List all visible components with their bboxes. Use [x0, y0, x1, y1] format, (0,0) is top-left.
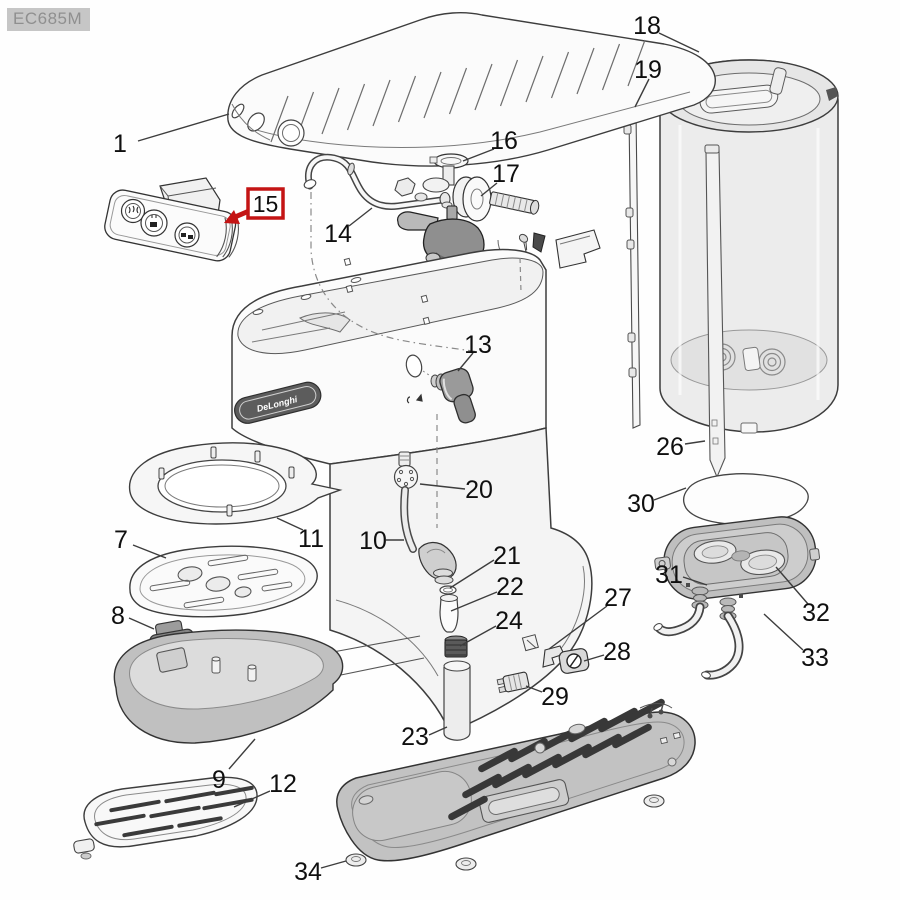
- part-label-28: 28: [603, 638, 631, 666]
- drip-plate: [129, 545, 318, 618]
- part-label-14: 14: [324, 220, 352, 248]
- part-label-9: 9: [212, 766, 226, 794]
- wedge-clip: [532, 232, 546, 253]
- part-label-18: 18: [633, 12, 661, 40]
- part-label-24: 24: [495, 607, 523, 635]
- top-cover: [227, 12, 716, 167]
- screw: [518, 233, 529, 253]
- part-label-31: 31: [655, 561, 683, 589]
- part-label-34: 34: [294, 858, 322, 886]
- part-label-33: 33: [801, 644, 829, 672]
- part-label-30: 30: [627, 490, 655, 518]
- part-label-26: 26: [656, 433, 684, 461]
- vent-slots: [448, 698, 665, 821]
- machine-body: DeLonghi: [231, 248, 593, 733]
- part-label-10: 10: [359, 527, 387, 555]
- steam-wand: [393, 451, 471, 741]
- drip-tray: [113, 629, 425, 744]
- cover-ribs: [270, 39, 646, 143]
- assembly-centerlines: [310, 192, 522, 528]
- control-panel: [104, 177, 239, 262]
- part-label-27: 27: [604, 584, 632, 612]
- tank-tubes: [653, 602, 744, 680]
- part-label-11: 11: [298, 525, 324, 553]
- part-label-17: 17: [492, 160, 520, 188]
- rubber-feet: [345, 794, 665, 871]
- part-label-15: 15: [253, 191, 279, 217]
- highlight-box: [246, 187, 285, 220]
- part-label-29: 29: [541, 683, 569, 711]
- model-code-tag: EC685M: [7, 8, 91, 31]
- valve-disc: [462, 176, 492, 222]
- part-label-12: 12: [269, 770, 297, 798]
- leader-lines: [128, 32, 809, 869]
- steam-valve-assembly: [394, 153, 540, 222]
- power-switch-part: [558, 648, 590, 674]
- part-label-32: 32: [802, 599, 830, 627]
- steam-tube: [303, 153, 451, 210]
- part-label-16: 16: [490, 127, 518, 155]
- tank-rail-strip: [621, 105, 641, 429]
- steam-icon: [406, 393, 423, 404]
- tank-gasket: [682, 473, 809, 525]
- part-label-19: 19: [634, 56, 662, 84]
- drip-grid: [73, 776, 258, 860]
- part-label-13: 13: [464, 331, 492, 359]
- mount-bracket: [555, 229, 601, 269]
- bottom-plate: [336, 698, 696, 862]
- part-label-21: 21: [493, 542, 521, 570]
- part-label-7: 7: [114, 526, 128, 554]
- tank-lid: [654, 516, 821, 600]
- knob-hole: [405, 354, 423, 378]
- part-label-8: 8: [111, 602, 125, 630]
- brand-badge: DeLonghi: [234, 381, 322, 424]
- valve-shaft: [489, 191, 540, 215]
- part-label-20: 20: [465, 476, 493, 504]
- part-label-22: 22: [496, 573, 524, 601]
- frother-tip: [444, 635, 468, 658]
- wand-fitting: [393, 464, 419, 490]
- bracket-clip: [542, 645, 565, 668]
- tank-inner-strip: [704, 144, 726, 479]
- panel-buttons: [120, 198, 200, 248]
- part-label-1: 1: [113, 130, 127, 158]
- highlight-arrowhead: [224, 210, 240, 224]
- wand-tube: [443, 660, 471, 741]
- highlight-callout-15: 15: [224, 187, 285, 224]
- water-tank: [659, 59, 839, 434]
- frother-sleeve: [439, 597, 459, 633]
- steam-knob: [430, 367, 476, 424]
- o-ring: [439, 585, 457, 595]
- small-parts: [496, 634, 590, 694]
- connector-part: [496, 671, 530, 694]
- part-label-23: 23: [401, 723, 429, 751]
- part-labels: 1 7 8 9 10 11 12 13 14 16 17 18 19 20 21…: [111, 12, 830, 886]
- tank-clip-right: [826, 87, 838, 101]
- mounting-ring: [128, 442, 343, 525]
